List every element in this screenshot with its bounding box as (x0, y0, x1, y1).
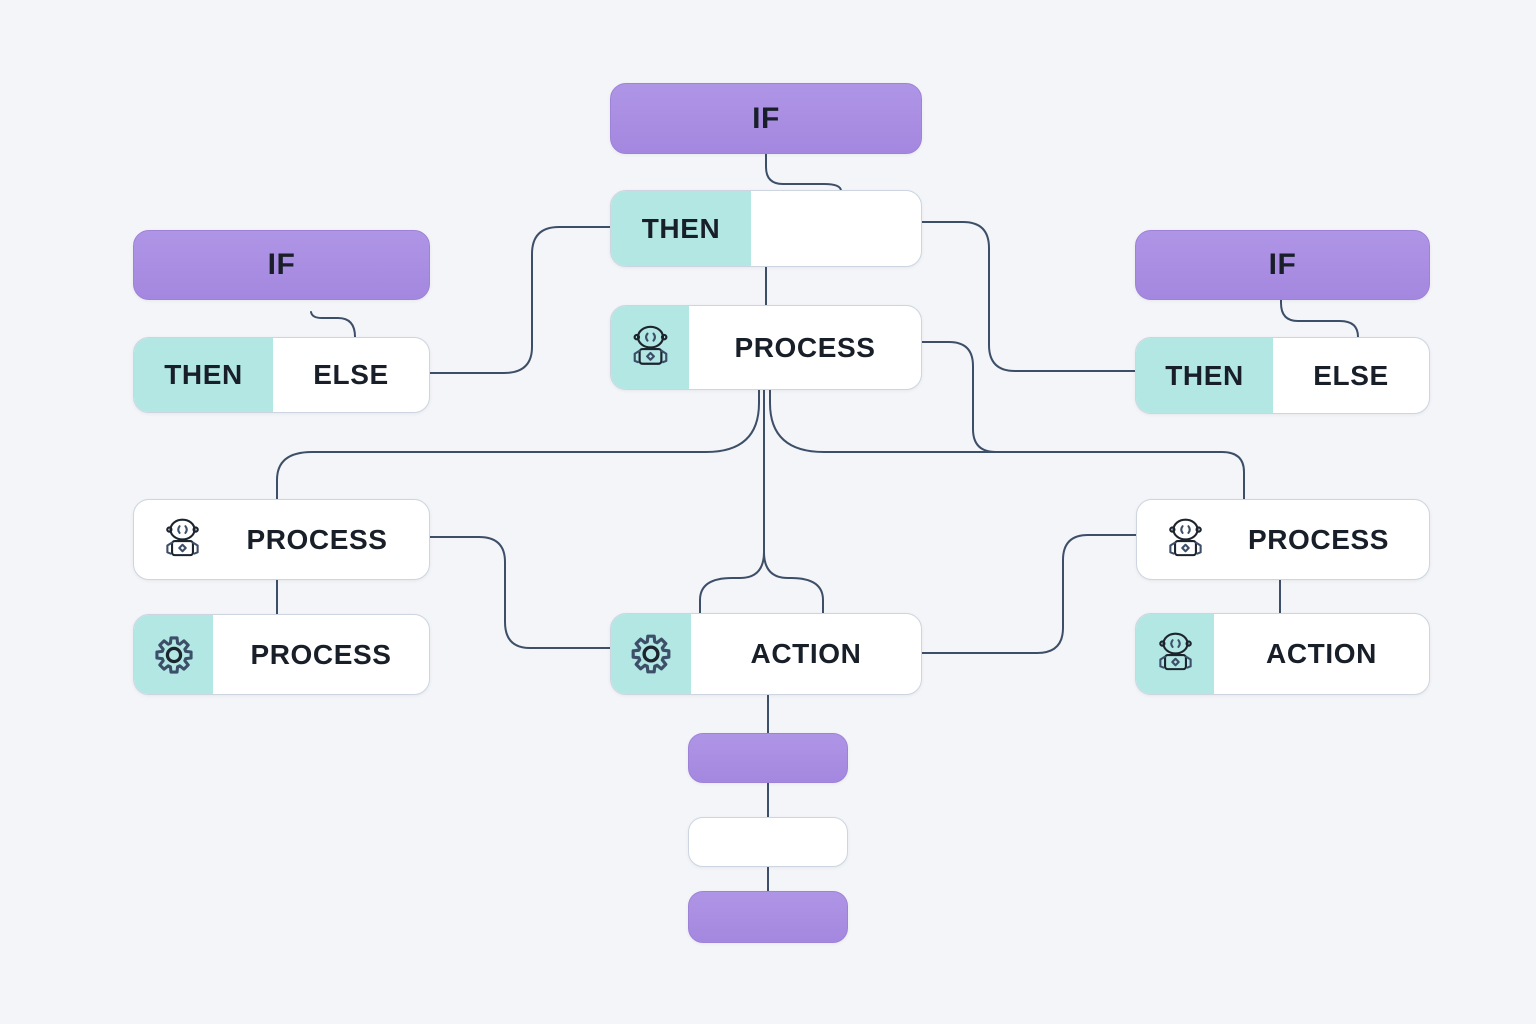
node-process-center[interactable]: PROCESS (610, 305, 922, 390)
else-segment (751, 191, 921, 266)
icon-segment (611, 306, 689, 389)
node-then-center[interactable]: THEN (610, 190, 922, 267)
node-if-top[interactable]: IF (610, 83, 922, 154)
connector-path (919, 534, 1137, 654)
node-if-left[interactable]: IF (133, 230, 430, 300)
else-segment: ELSE (1273, 338, 1429, 413)
then-segment: THEN (134, 338, 273, 412)
then-label: THEN (164, 359, 243, 390)
label-segment: PROCESS (205, 500, 429, 579)
connector-path (427, 536, 611, 649)
label-segment: ACTION (691, 614, 921, 694)
connector-path (699, 387, 765, 614)
robot-icon (1163, 516, 1208, 564)
node-terminal-top[interactable] (688, 733, 848, 783)
node-terminal-bottom[interactable] (688, 891, 848, 943)
node-label: PROCESS (250, 638, 392, 670)
then-segment: THEN (1136, 338, 1273, 413)
connector-path (763, 551, 824, 614)
else-label: ELSE (1313, 359, 1389, 391)
node-then-else-right[interactable]: THEN ELSE (1135, 337, 1430, 414)
connector-path (919, 221, 1136, 372)
robot-icon (1153, 630, 1198, 678)
label-segment: PROCESS (213, 615, 429, 694)
robot-icon (627, 323, 674, 373)
icon-segment (611, 614, 691, 694)
connector-path (310, 311, 356, 338)
node-terminal-middle[interactable] (688, 817, 848, 867)
node-action-right[interactable]: ACTION (1135, 613, 1430, 695)
node-process-right[interactable]: PROCESS (1136, 499, 1430, 580)
node-label: ACTION (750, 638, 862, 669)
node-label: IF (267, 248, 296, 281)
then-label: THEN (641, 212, 721, 244)
connector-path (765, 151, 842, 192)
label-segment: ACTION (1214, 614, 1429, 694)
icon-segment (160, 500, 205, 579)
connector-path (1280, 297, 1359, 338)
connector-path (427, 226, 611, 374)
node-label: IF (1268, 248, 1297, 281)
else-label: ELSE (313, 359, 389, 390)
node-label: PROCESS (734, 331, 876, 363)
icon-segment (134, 615, 213, 694)
then-segment: THEN (611, 191, 751, 266)
node-label: IF (752, 101, 780, 135)
gear-icon (151, 632, 197, 678)
icon-segment (1163, 500, 1208, 579)
node-process-left-gear[interactable]: PROCESS (133, 614, 430, 695)
else-segment: ELSE (273, 338, 429, 412)
node-if-right[interactable]: IF (1135, 230, 1430, 300)
connector-path (919, 341, 997, 453)
node-action-center[interactable]: ACTION (610, 613, 922, 695)
gear-icon (627, 630, 675, 678)
node-process-left[interactable]: PROCESS (133, 499, 430, 580)
node-then-else-left[interactable]: THEN ELSE (133, 337, 430, 413)
then-label: THEN (1165, 359, 1244, 391)
label-segment: PROCESS (689, 306, 921, 389)
icon-segment (1136, 614, 1214, 694)
node-label: PROCESS (246, 523, 388, 555)
robot-icon (160, 516, 205, 564)
node-label: PROCESS (1247, 523, 1390, 555)
node-label: ACTION (1266, 638, 1377, 669)
label-segment: PROCESS (1208, 500, 1429, 579)
